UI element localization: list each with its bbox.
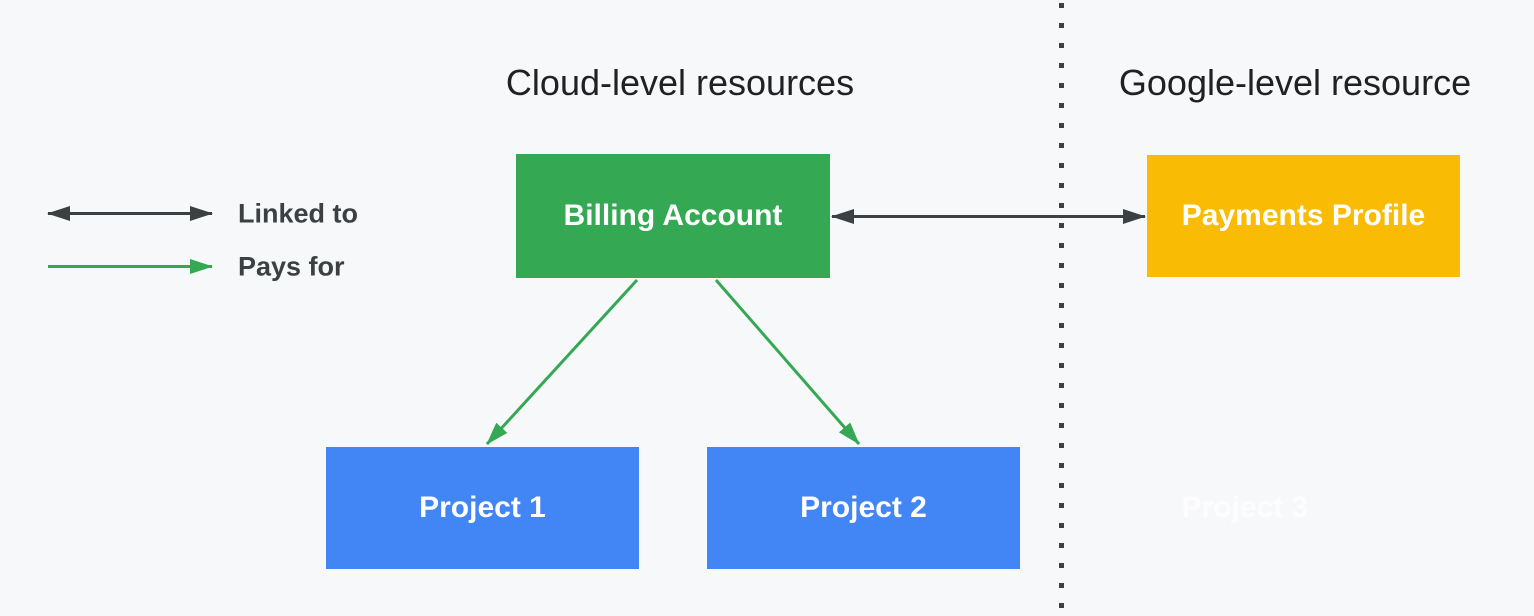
legend-label-pays-for: Pays for bbox=[238, 251, 345, 282]
project-2-label: Project 2 bbox=[800, 491, 927, 524]
cloud-level-resources-title: Cloud-level resources bbox=[505, 62, 855, 103]
legend-label-linked-to: Linked to bbox=[238, 198, 358, 229]
project-3-node: Project 3 bbox=[1120, 447, 1370, 569]
pays-for-arrow-project-1 bbox=[485, 278, 639, 446]
billing-account-node: Billing Account bbox=[516, 154, 830, 278]
payments-profile-node: Payments Profile bbox=[1147, 155, 1460, 277]
billing-account-label: Billing Account bbox=[563, 199, 783, 232]
project-2-node: Project 2 bbox=[707, 447, 1020, 569]
project-1-node: Project 1 bbox=[326, 447, 639, 569]
pays-for-arrow-project-2 bbox=[714, 279, 861, 445]
project-1-label: Project 1 bbox=[419, 491, 546, 524]
project-3-label: Project 3 bbox=[1181, 491, 1309, 524]
google-level-resource-title: Google-level resource bbox=[1118, 62, 1472, 103]
payments-profile-label: Payments Profile bbox=[1181, 199, 1426, 232]
